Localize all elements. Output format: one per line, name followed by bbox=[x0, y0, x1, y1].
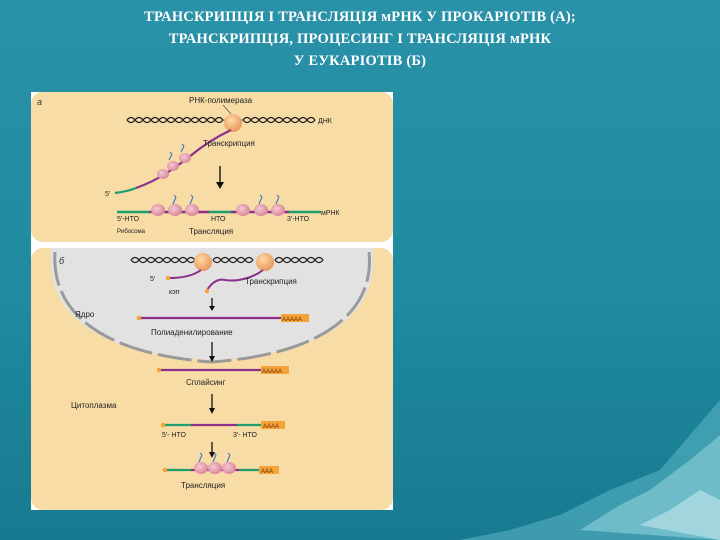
polya-tail-1: AAAAA bbox=[282, 317, 302, 323]
title-line-1: ТРАНСКРИПЦІЯ І ТРАНСЛЯЦІЯ мРНК У ПРОКАРІ… bbox=[144, 9, 576, 25]
polya-tail-3-box bbox=[261, 421, 285, 429]
title-line-3: У ЕУКАРІОТІВ (Б) bbox=[293, 53, 427, 69]
mrna-label-a: мРНК bbox=[321, 210, 341, 217]
rna-polymerase-b2 bbox=[256, 253, 274, 271]
ribosomes-a bbox=[151, 194, 285, 216]
translation-label-a: Трансляция bbox=[189, 227, 233, 236]
polya-tail-4: AAA bbox=[261, 469, 273, 475]
cap-label: кэп bbox=[169, 289, 180, 296]
title-line-2: ТРАНСКРИПЦІЯ, ПРОЦЕСИНГ І ТРАНСЛЯЦІЯ мРН… bbox=[168, 31, 552, 47]
utr5-label-b: 5'- НТО bbox=[162, 432, 187, 439]
ribosome-label: Рибосома bbox=[117, 229, 146, 235]
arrow-b1 bbox=[209, 298, 215, 311]
splicing-label: Сплайсинг bbox=[186, 378, 226, 387]
arrow-b3 bbox=[209, 394, 215, 414]
rna-polymerase-a bbox=[224, 114, 242, 132]
polyadenylation-label: Полиаденилирование bbox=[151, 328, 233, 337]
dna-helix-b bbox=[130, 256, 324, 264]
ribosomes-on-nascent-mrna bbox=[157, 143, 191, 179]
polya-tail-3: AAAA bbox=[263, 424, 279, 430]
polya-tail-2: AAAAA bbox=[262, 369, 282, 375]
utr3-label-a: 3'-НТО bbox=[287, 216, 310, 223]
nto-label-a: НТО bbox=[211, 216, 226, 223]
five-prime-b: 5' bbox=[150, 276, 155, 283]
translation-label-b: Трансляция bbox=[181, 481, 225, 490]
panel-a-letter: а bbox=[37, 97, 42, 107]
cytoplasm-label: Цитоплазма bbox=[71, 401, 117, 410]
utr5-label-a: 5'-НТО bbox=[117, 216, 140, 223]
arrow-b4 bbox=[209, 442, 215, 458]
nucleus-label: Ядро bbox=[75, 310, 95, 319]
polymerase-label: РНК-полимераза bbox=[189, 96, 253, 105]
arrow-a bbox=[216, 166, 224, 189]
arrow-b2 bbox=[209, 342, 215, 362]
polya-tail-1-box bbox=[281, 314, 309, 322]
panel-a-background bbox=[31, 92, 393, 242]
ribosomes-b bbox=[194, 452, 236, 474]
slide-title: ТРАНСКРИПЦІЯ І ТРАНСЛЯЦІЯ мРНК У ПРОКАРІ… bbox=[40, 6, 680, 72]
nascent-rna-b2 bbox=[206, 269, 264, 291]
decorative-ice-shapes bbox=[460, 400, 720, 540]
panel-b-letter: б bbox=[59, 256, 65, 266]
utr3-label-b: 3'- НТО bbox=[233, 432, 258, 439]
polya-tail-4-box bbox=[259, 466, 279, 474]
figure-svg: а ДНК РНК-полимераза 5' Транскрипция bbox=[31, 92, 393, 510]
polya-tail-2-box bbox=[261, 366, 289, 374]
dna-label: ДНК bbox=[318, 118, 333, 125]
nascent-utr-a bbox=[114, 186, 137, 195]
dna-helix-a bbox=[126, 116, 316, 124]
five-prime-a: 5' bbox=[105, 191, 110, 198]
transcription-label-a: Транскрипция bbox=[203, 139, 255, 148]
diagram-figure: а ДНК РНК-полимераза 5' Транскрипция bbox=[31, 92, 393, 510]
rna-polymerase-b1 bbox=[194, 253, 212, 271]
nascent-rna-b1 bbox=[168, 269, 202, 279]
transcription-label-b: Транскрипция bbox=[245, 277, 297, 286]
